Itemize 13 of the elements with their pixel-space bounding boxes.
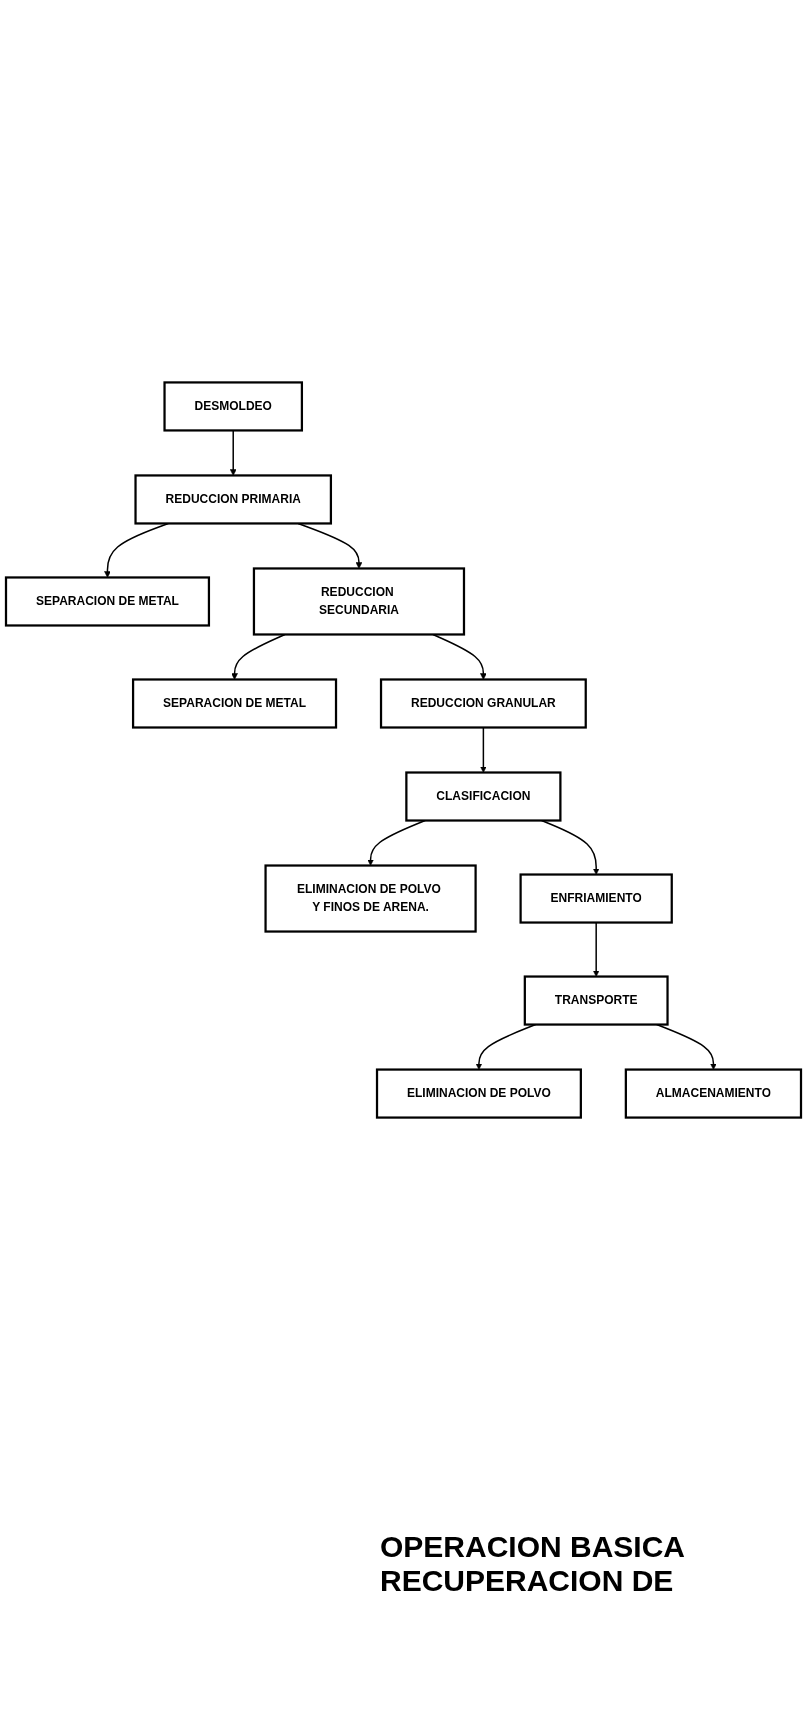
- node-box: ENFRIAMIENTO: [519, 873, 673, 924]
- node-box: DESMOLDEO: [163, 381, 304, 432]
- node-box: REDUCCION GRANULAR: [379, 678, 587, 729]
- node-box: CLASIFICACION: [405, 771, 562, 822]
- node-box: ELIMINACION DE POLVO Y FINOS DE ARENA.: [264, 864, 477, 933]
- node-box: ALMACENAMIENTO: [624, 1068, 803, 1119]
- node-box: REDUCCION PRIMARIA: [134, 474, 333, 525]
- node-box: SEPARACION DE METAL: [4, 576, 211, 627]
- caption-text: OPERACION BASICA RECUPERACION DE: [380, 1530, 685, 1598]
- node-box: TRANSPORTE: [523, 975, 669, 1026]
- node-box: REDUCCION SECUNDARIA: [252, 567, 466, 636]
- node-box: ELIMINACION DE POLVO: [375, 1068, 582, 1119]
- node-box: SEPARACION DE METAL: [131, 678, 338, 729]
